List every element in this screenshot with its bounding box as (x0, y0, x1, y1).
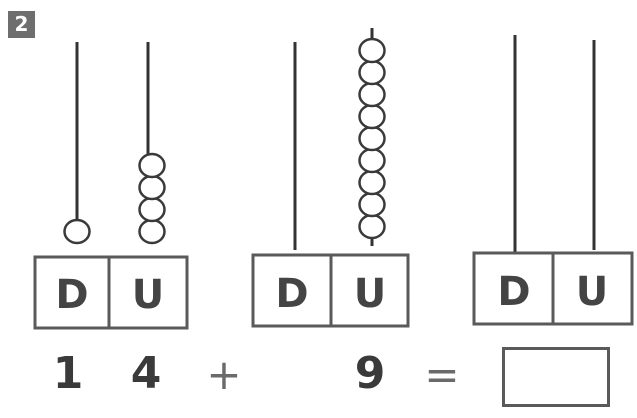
exercise-number-badge: 2 (8, 11, 35, 38)
abacus-bead (358, 125, 386, 152)
abacus-1-tens-beads (63, 218, 91, 245)
abacus-1-frame (33, 255, 189, 330)
abacus-bead (63, 218, 91, 245)
abacus-1-units-beads (138, 152, 166, 245)
abacus-bead (358, 103, 386, 130)
abacus-bead (358, 213, 386, 240)
abacus-2-tens-label: D (275, 271, 308, 317)
abacus-2-units-label: U (354, 271, 386, 317)
first-number-units-digit: 4 (130, 348, 162, 399)
abacus-bead (358, 59, 386, 86)
equals-sign: = (424, 350, 460, 399)
abacus-bead (138, 196, 166, 223)
abacus-bead (138, 218, 166, 245)
answer-box[interactable] (502, 347, 610, 407)
abacus-1-units-label: U (132, 272, 164, 318)
abacus-bead (358, 81, 386, 108)
first-number-tens-digit: 1 (52, 348, 84, 399)
abacus-bead (358, 37, 386, 64)
second-number-units-digit: 9 (354, 348, 386, 399)
plus-sign: + (206, 350, 242, 399)
abacus-bead (358, 191, 386, 218)
abacus-illustration: D U D U D U (33, 28, 634, 330)
abacus-1: D U (33, 42, 189, 330)
abacus-2: D U (251, 28, 410, 328)
abacus-bead (138, 174, 166, 201)
abacus-1-tens-label: D (55, 272, 88, 318)
abacus-bead (138, 152, 166, 179)
abacus-3: D U (472, 35, 634, 326)
abacus-bead (358, 169, 386, 196)
abacus-2-units-beads (358, 37, 386, 240)
abacus-3-units-label: U (576, 269, 608, 315)
abacus-3-tens-label: D (497, 269, 530, 315)
abacus-bead (358, 147, 386, 174)
